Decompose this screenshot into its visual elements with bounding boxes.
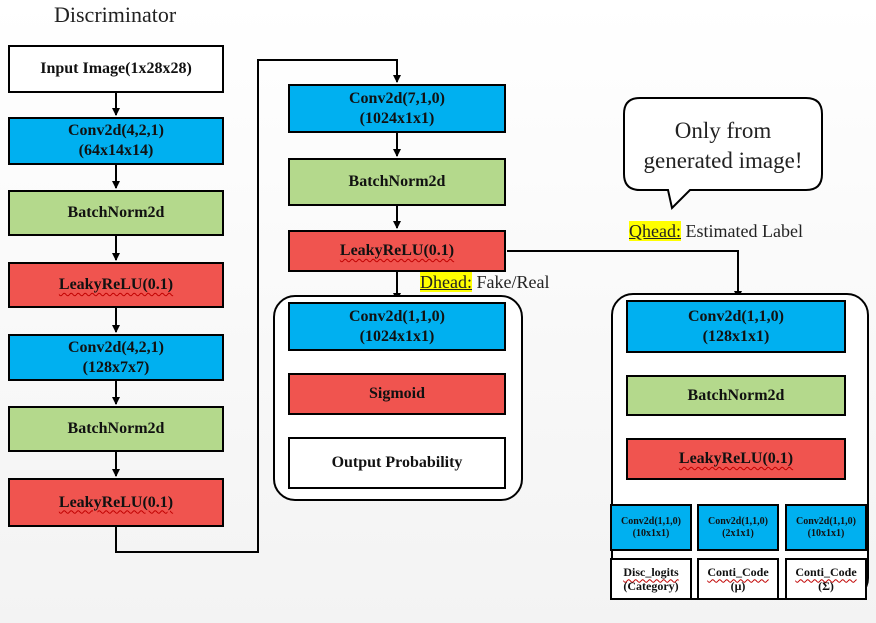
qhead-label: Qhead: Estimated Label — [629, 221, 803, 242]
box-sublabel: (Category) — [623, 579, 679, 593]
input-image-box: Input Image(1x28x28) — [8, 45, 224, 93]
box-label: BatchNorm2d — [67, 420, 165, 437]
box-label: Conti_Code — [707, 564, 769, 579]
sigmoid-box: Sigmoid — [288, 373, 506, 415]
box-sublabel: (1024x1x1) — [359, 327, 435, 345]
leakyrelu-box-1: LeakyReLU(0.1) — [8, 262, 224, 308]
box-label: LeakyReLU(0.1) — [339, 242, 455, 259]
box-sublabel: (128x7x7) — [82, 358, 150, 376]
box-label: Conv2d(1,1,0) — [795, 515, 856, 527]
output-probability-box: Output Probability — [288, 437, 506, 489]
box-sublabel: (2x1x1) — [722, 527, 754, 539]
leakyrelu-box-3: LeakyReLU(0.1) — [288, 230, 506, 272]
qhead-batchnorm-box: BatchNorm2d — [626, 375, 846, 416]
box-label: Conv2d(4,2,1) — [67, 122, 164, 139]
sigma-output-box: Conti_Code (Σ) — [785, 558, 867, 600]
box-label: Conti_Code — [795, 564, 857, 579]
box-label: BatchNorm2d — [687, 386, 785, 404]
batchnorm-box-2: BatchNorm2d — [8, 406, 224, 452]
dhead-label: Dhead: Fake/Real — [420, 272, 549, 293]
callout-line-1: Only from — [674, 118, 772, 143]
box-label: Disc_logits — [623, 564, 679, 579]
callout-bubble — [623, 97, 823, 210]
sigma-conv-box: Conv2d(1,1,0) (10x1x1) — [785, 504, 867, 551]
box-label: Conv2d(4,2,1) — [67, 338, 164, 356]
qhead-text: Estimated Label — [680, 221, 803, 241]
box-label: Output Probability — [331, 454, 463, 471]
conv2d-box-2: Conv2d(4,2,1) (128x7x7) — [8, 334, 224, 381]
box-label: Conv2d(7,1,0) — [348, 89, 445, 107]
callout-text: Only from generated image! — [626, 116, 820, 176]
dhead-key: Dhead: — [420, 272, 472, 292]
qhead-conv2d-box: Conv2d(1,1,0) (128x1x1) — [626, 300, 846, 353]
box-sublabel: (128x1x1) — [702, 327, 770, 345]
qhead-key: Qhead: — [629, 221, 681, 241]
box-sublabel: (10x1x1) — [632, 527, 670, 539]
box-label: LeakyReLU(0.1) — [58, 493, 174, 511]
batchnorm-box-1: BatchNorm2d — [8, 190, 224, 236]
box-label: LeakyReLU(0.1) — [678, 450, 794, 467]
qhead-leakyrelu-box: LeakyReLU(0.1) — [626, 438, 846, 480]
callout-line-2: generated image! — [643, 147, 803, 173]
disc-logits-conv-box: Conv2d(1,1,0) (10x1x1) — [610, 504, 692, 551]
box-label: Conv2d(1,1,0) — [707, 515, 768, 527]
box-sublabel: (1024x1x1) — [359, 109, 435, 127]
box-label: BatchNorm2d — [67, 204, 165, 221]
box-label: Conv2d(1,1,0) — [348, 307, 445, 325]
box-sublabel: (10x1x1) — [807, 527, 845, 539]
box-label: Conv2d(1,1,0) — [620, 515, 681, 527]
mu-conv-box: Conv2d(1,1,0) (2x1x1) — [697, 504, 779, 551]
disc-logits-output-box: Disc_logits (Category) — [610, 558, 692, 600]
leakyrelu-box-2: LeakyReLU(0.1) — [8, 478, 224, 527]
dhead-conv2d-box: Conv2d(1,1,0) (1024x1x1) — [288, 302, 506, 351]
box-label: Sigmoid — [368, 385, 425, 402]
box-label: Conv2d(1,1,0) — [687, 307, 784, 325]
box-sublabel: (64x14x14) — [78, 142, 154, 159]
conv2d-box-3: Conv2d(7,1,0) (1024x1x1) — [288, 84, 506, 133]
batchnorm-box-3: BatchNorm2d — [288, 158, 506, 206]
box-sublabel: (μ) — [730, 579, 746, 593]
dhead-text: Fake/Real — [471, 272, 550, 292]
mu-output-box: Conti_Code (μ) — [697, 558, 779, 600]
box-label: BatchNorm2d — [348, 173, 446, 190]
conv2d-box-1: Conv2d(4,2,1) (64x14x14) — [8, 117, 224, 165]
diagram-title: Discriminator — [54, 2, 177, 27]
box-label: LeakyReLU(0.1) — [58, 276, 174, 293]
box-label: Input Image(1x28x28) — [40, 60, 192, 77]
box-sublabel: (Σ) — [818, 579, 834, 593]
